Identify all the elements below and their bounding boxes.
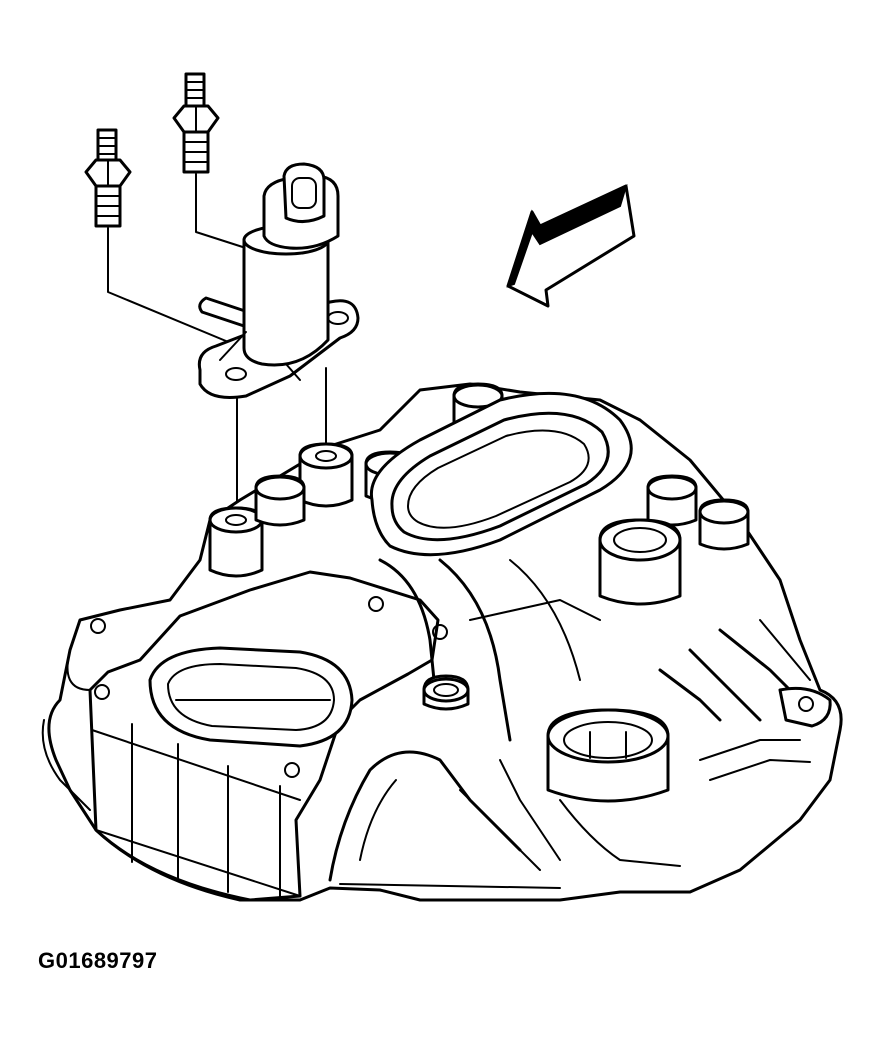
intake-manifold bbox=[41, 382, 843, 902]
bolt-left bbox=[84, 128, 132, 228]
valve-assembly bbox=[197, 162, 360, 399]
leader-lines bbox=[107, 173, 327, 519]
figure-id-label: G01689797 bbox=[38, 948, 158, 973]
direction-arrow bbox=[506, 184, 636, 308]
bolt-right bbox=[172, 72, 220, 174]
